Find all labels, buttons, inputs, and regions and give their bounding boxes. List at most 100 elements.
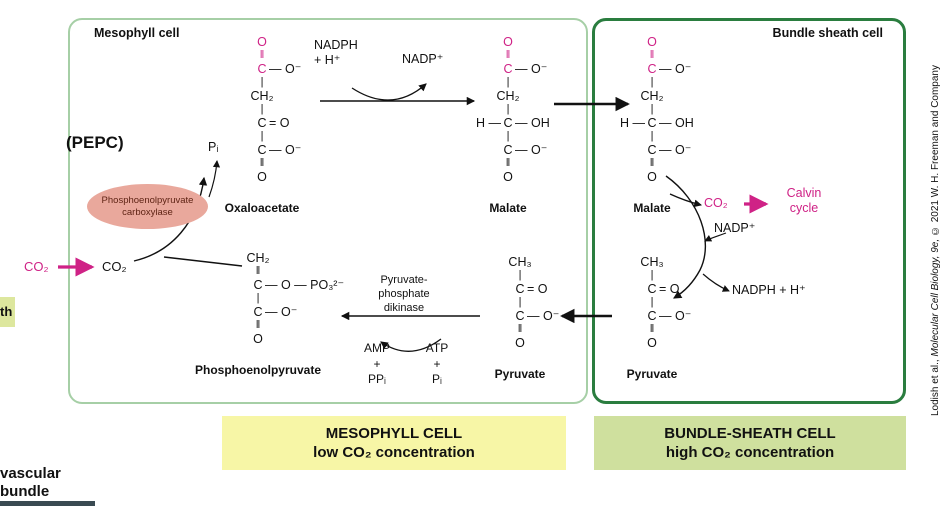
bond: | [506,103,510,115]
bond: ‖ [259,157,265,169]
atom-row: C= O [257,116,290,130]
co2-outside-label: CO₂ [24,259,49,274]
atom-row: O [503,170,513,184]
nadp-label: NADP⁺ [402,52,444,66]
bond: | [518,269,522,281]
atom-row: CH₂ [640,89,664,103]
atom-row: CH₃ [640,255,664,269]
structure-pyruvate-mesophyll: CH₃|C= O|C— O⁻‖O [450,254,590,351]
credit-book-title: Molecular Cell Biology, 9e, [930,238,941,357]
nadp-bundle-label: NADP⁺ [714,221,756,235]
bond: | [518,296,522,308]
bond: ‖ [649,157,655,169]
atom-row: CH₃ [508,255,532,269]
atom-row: C= O [515,282,548,296]
pi-label: Pᵢ [208,140,219,154]
molecule-malate-mesophyll: O‖C— O⁻|CH₂|H —C— OH|C— O⁻‖O Malate [438,34,578,215]
atom-row: H —C— OH [476,116,550,130]
molecule-label-pyruvate-bundle: Pyruvate [626,367,678,381]
atom-row: C= O [647,282,680,296]
credit-publisher: © 2021 W. H. Freeman and Company [930,65,941,239]
bond: ‖ [649,323,655,335]
bond: ‖ [517,323,523,335]
atom-row: C— O⁻ [257,62,302,76]
atom-row: C— O⁻ [647,62,692,76]
copyright-credit: Lodish et al., Molecular Cell Biology, 9… [930,28,941,416]
co2-bundle-label: CO₂ [704,196,728,210]
atom-row: C— O⁻ [647,309,692,323]
bond: | [650,103,654,115]
bond: | [260,103,264,115]
bundle-banner: BUNDLE-SHEATH CELL high CO₂ concentratio… [594,416,906,470]
mesophyll-banner-subtitle: low CO₂ concentration [313,444,475,461]
molecule-pep: CH₂‖C— O — PO₃²⁻|C— O⁻‖O Phosphoenolpyru… [188,250,345,377]
atom-row: O [647,170,657,184]
structure-malate-mesophyll: O‖C— O⁻|CH₂|H —C— OH|C— O⁻‖O [438,34,578,185]
cropped-bottom-element [0,501,95,506]
bond: | [506,130,510,142]
molecule-label-pep: Phosphoenolpyruvate [194,363,322,377]
mesophyll-cell-label: Mesophyll cell [94,26,180,40]
molecule-label-malate-bundle: Malate [633,201,671,215]
structure-pyruvate-bundle: CH₃|C= O|C— O⁻‖O [582,254,722,351]
nadph-bundle-label: NADPH + H⁺ [732,283,806,297]
atom-row: C— O — PO₃²⁻ [253,278,345,292]
bond: ‖ [259,49,265,61]
molecule-malate-bundle: O‖C— O⁻|CH₂|H —C— OH|C— O⁻‖O Malate [582,34,722,215]
bond: | [260,76,264,88]
atp-pi-label: ATP + Pᵢ [425,341,449,387]
bundle-banner-subtitle: high CO₂ concentration [665,444,835,461]
pepc-label: (PEPC) [66,133,124,152]
atom-row: O [257,170,267,184]
nadph-label: NADPH + H⁺ [314,38,358,67]
molecule-pyruvate-mesophyll: CH₃|C= O|C— O⁻‖O Pyruvate [450,254,590,381]
structure-pep: CH₂‖C— O — PO₃²⁻|C— O⁻‖O [188,250,345,347]
bond: ‖ [255,265,261,277]
atom-row: C— O⁻ [253,305,298,319]
molecule-label-malate-mesophyll: Malate [489,201,527,215]
amp-ppi-label: AMP + PPᵢ [363,341,390,387]
bond: | [650,130,654,142]
structure-oxaloacetate: O‖C— O⁻|CH₂|C= O|C— O⁻‖O [192,34,332,185]
calvin-cycle-label: Calvin cycle [786,186,822,215]
atom-row: O [257,35,267,49]
atom-row: C— O⁻ [503,143,548,157]
atom-row: C— O⁻ [257,143,302,157]
bundle-sheath-cell-box [592,18,906,404]
bond: | [260,130,264,142]
co2-inside-label: CO₂ [102,259,127,274]
molecule-oxaloacetate: O‖C— O⁻|CH₂|C= O|C— O⁻‖O Oxaloacetate [192,34,332,215]
bond: ‖ [505,157,511,169]
mesophyll-banner: MESOPHYLL CELL low CO₂ concentration [222,416,566,470]
atom-row: O [515,336,525,350]
bond: ‖ [505,49,511,61]
bond: | [256,292,260,304]
atom-row: O [647,336,657,350]
pepc-enzyme-ellipse: Phosphoenolpyruvate carboxylase [87,184,208,229]
bond: ‖ [649,49,655,61]
dikinase-label: Pyruvate- phosphate dikinase [378,274,430,314]
bundle-banner-title: BUNDLE-SHEATH CELL [664,425,836,442]
bond: | [506,76,510,88]
atom-row: O [647,35,657,49]
vascular-bundle-label: vascular bundle [0,465,61,500]
atom-row: C— O⁻ [515,309,560,323]
bond: ‖ [255,319,261,331]
atom-row: C— O⁻ [647,143,692,157]
atom-row: CH₂ [250,89,274,103]
molecule-pyruvate-bundle: CH₃|C= O|C— O⁻‖O Pyruvate [582,254,722,381]
atom-row: CH₂ [246,251,270,265]
atom-row: H —C— OH [620,116,694,130]
credit-authors: Lodish et al., [930,356,941,416]
atom-row: O [253,332,263,346]
atom-row: CH₂ [496,89,520,103]
bond: | [650,269,654,281]
molecule-label-oxaloacetate: Oxaloacetate [224,201,300,215]
bundle-sheath-cell-label: Bundle sheath cell [772,26,883,40]
atom-row: C— O⁻ [503,62,548,76]
bond: | [650,76,654,88]
atom-row: O [503,35,513,49]
molecule-label-pyruvate-mesophyll: Pyruvate [494,367,546,381]
structure-malate-bundle: O‖C— O⁻|CH₂|H —C— OH|C— O⁻‖O [582,34,722,185]
